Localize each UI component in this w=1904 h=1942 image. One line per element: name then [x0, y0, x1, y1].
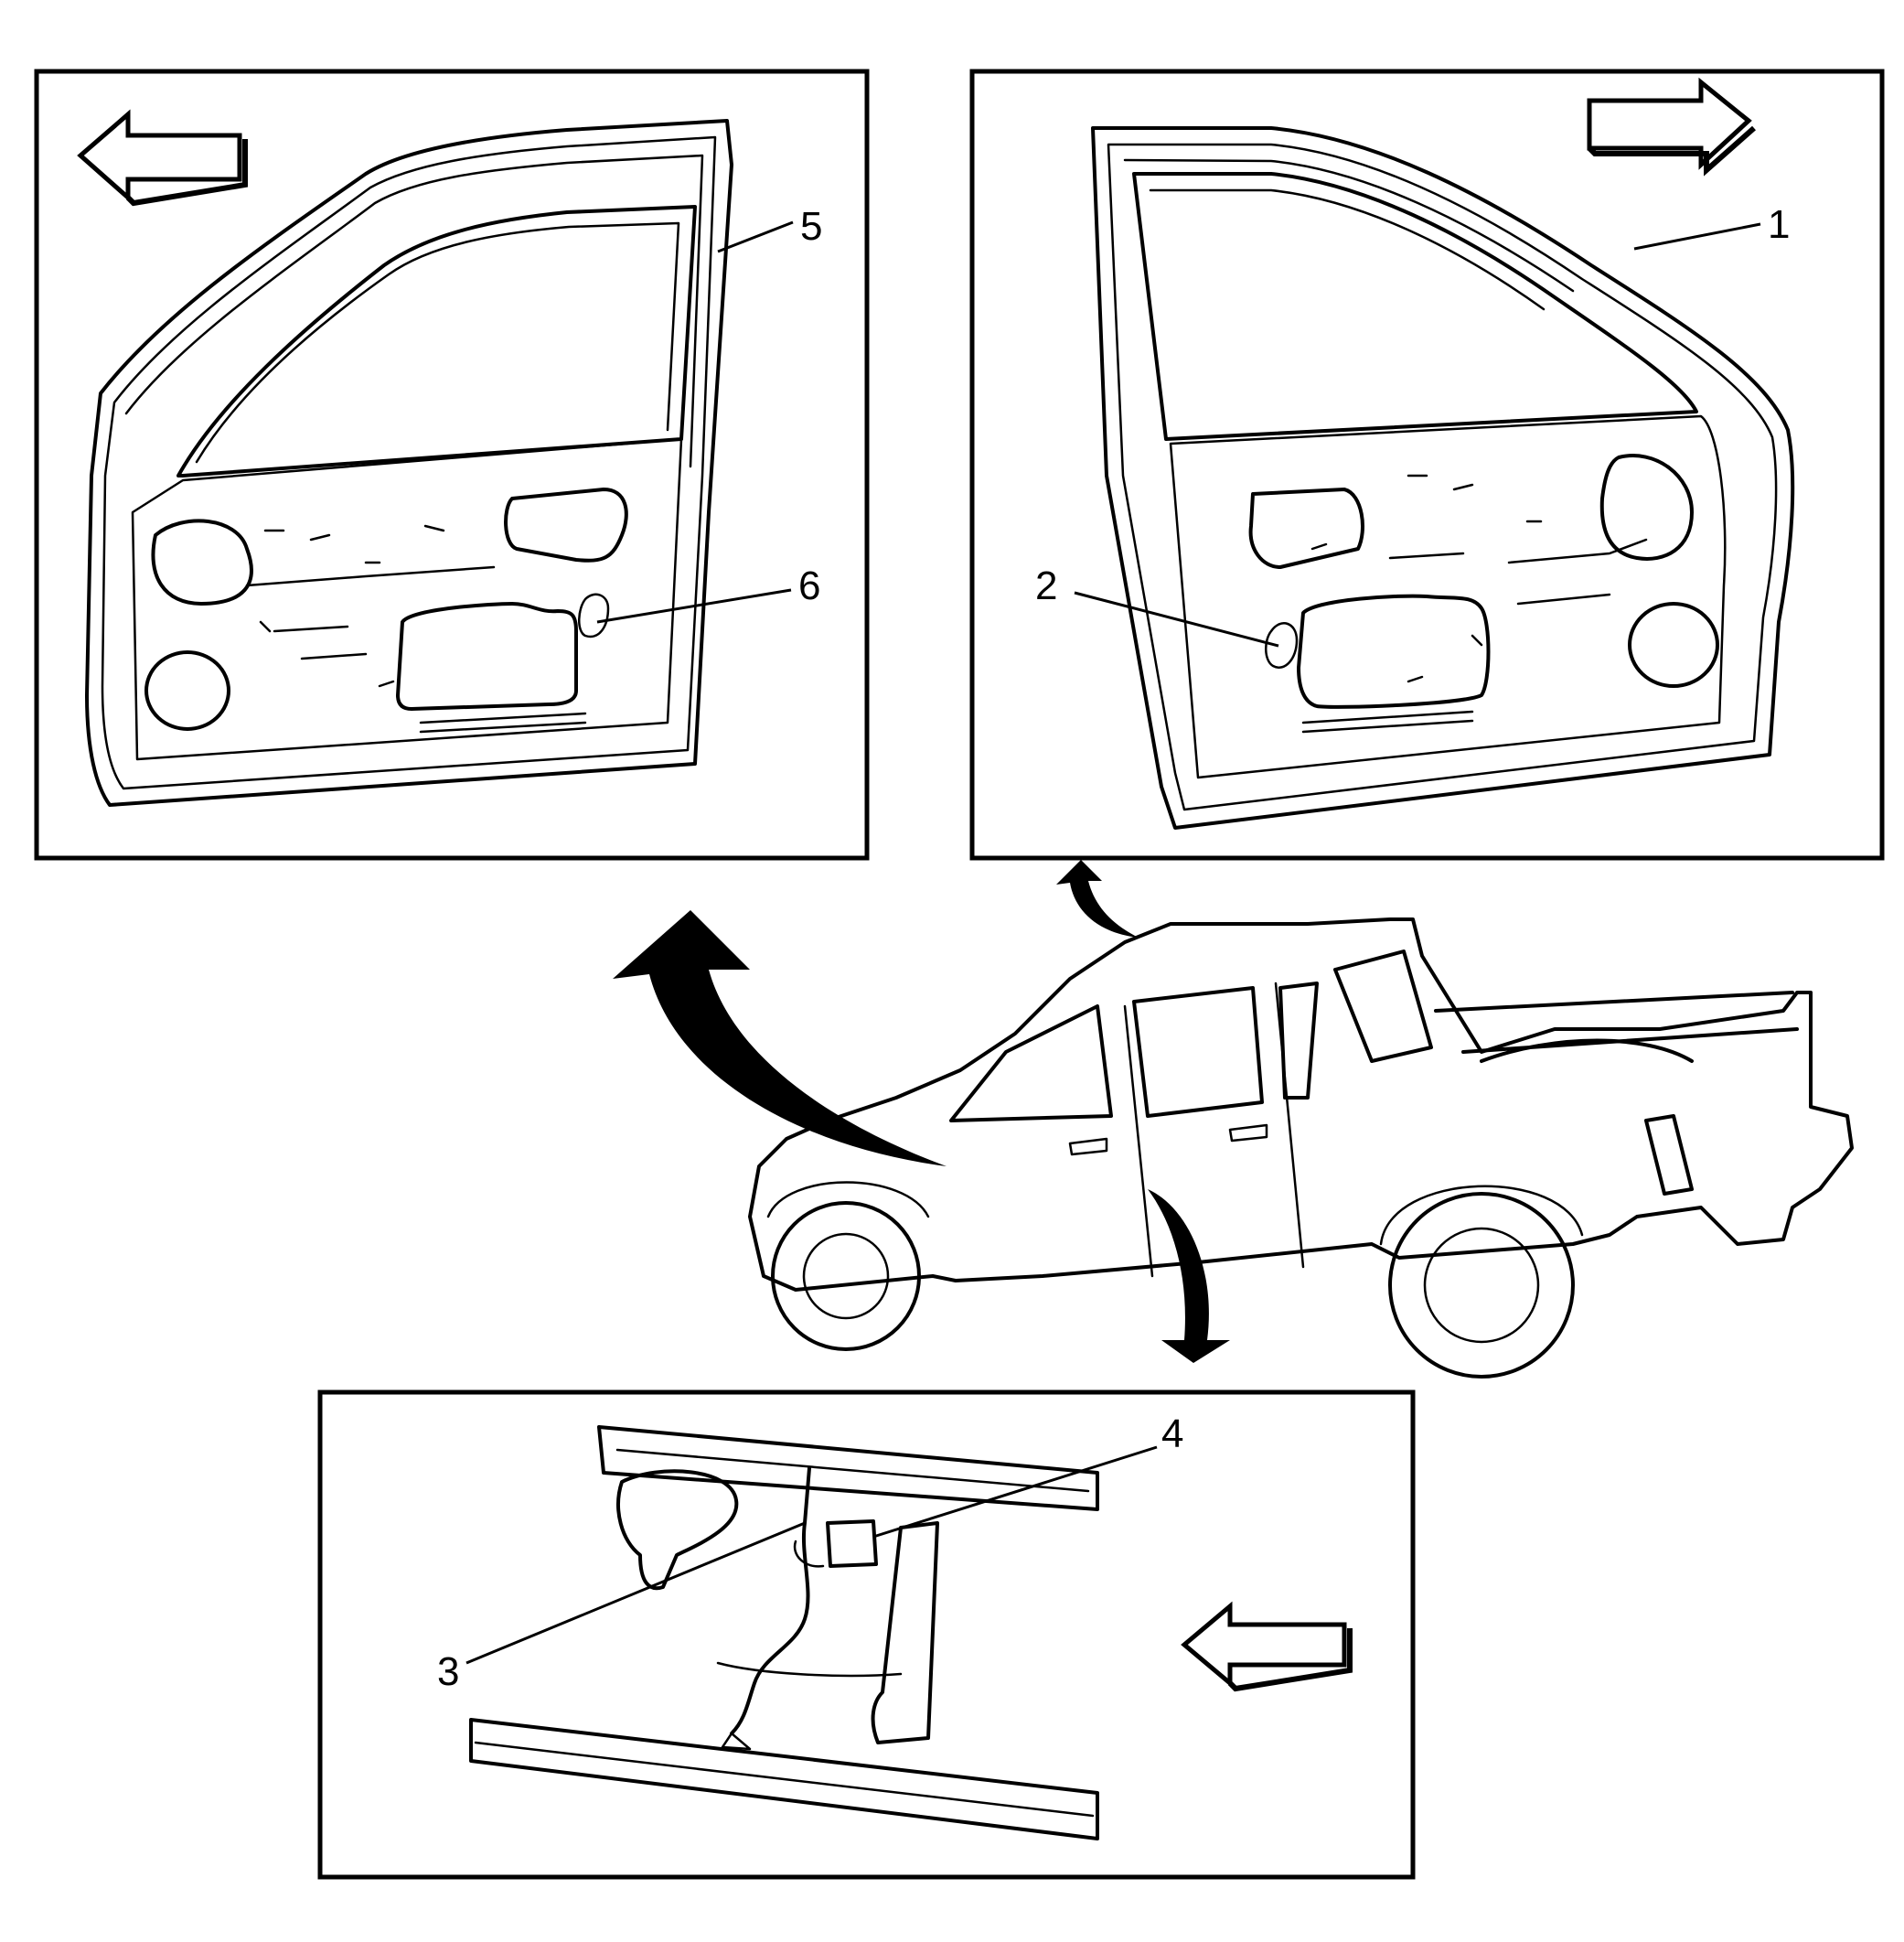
- callout-2-label: 2: [1035, 563, 1057, 608]
- front-wheel: [771, 1201, 921, 1351]
- callout-5: 5: [717, 204, 822, 253]
- arrow-to-right-door: [1056, 860, 1139, 938]
- arrow-left-icon: [77, 109, 248, 207]
- callout-3: 3: [437, 1521, 806, 1694]
- panel-right-door: [969, 69, 1885, 861]
- callout-1: 1: [1633, 202, 1790, 251]
- panel-right-door-frame: [969, 69, 1885, 861]
- harness-drawing: [469, 1425, 1099, 1840]
- panel-harness-detail: [317, 1389, 1416, 1880]
- panel-left-door-frame: [34, 69, 870, 861]
- callout-1-label: 1: [1768, 202, 1790, 247]
- callout-4-label: 4: [1161, 1411, 1183, 1456]
- left-door-drawing: [85, 119, 733, 807]
- callout-2: 2: [1035, 563, 1279, 648]
- truck-drawing: [748, 917, 1854, 1379]
- arrow-to-harness-detail: [1148, 1189, 1230, 1363]
- arrow-right-icon: [1587, 77, 1756, 177]
- arrow-to-left-door: [613, 910, 947, 1166]
- callout-4: 4: [872, 1411, 1183, 1539]
- panel-left-door: [34, 69, 870, 861]
- callout-6: 6: [596, 563, 820, 624]
- callout-3-label: 3: [437, 1649, 459, 1694]
- rear-wheel: [1388, 1192, 1575, 1379]
- right-door-drawing: [1091, 126, 1795, 830]
- arrow-left-icon: [1181, 1601, 1353, 1692]
- callout-6-label: 6: [798, 563, 820, 608]
- callout-5-label: 5: [800, 204, 822, 249]
